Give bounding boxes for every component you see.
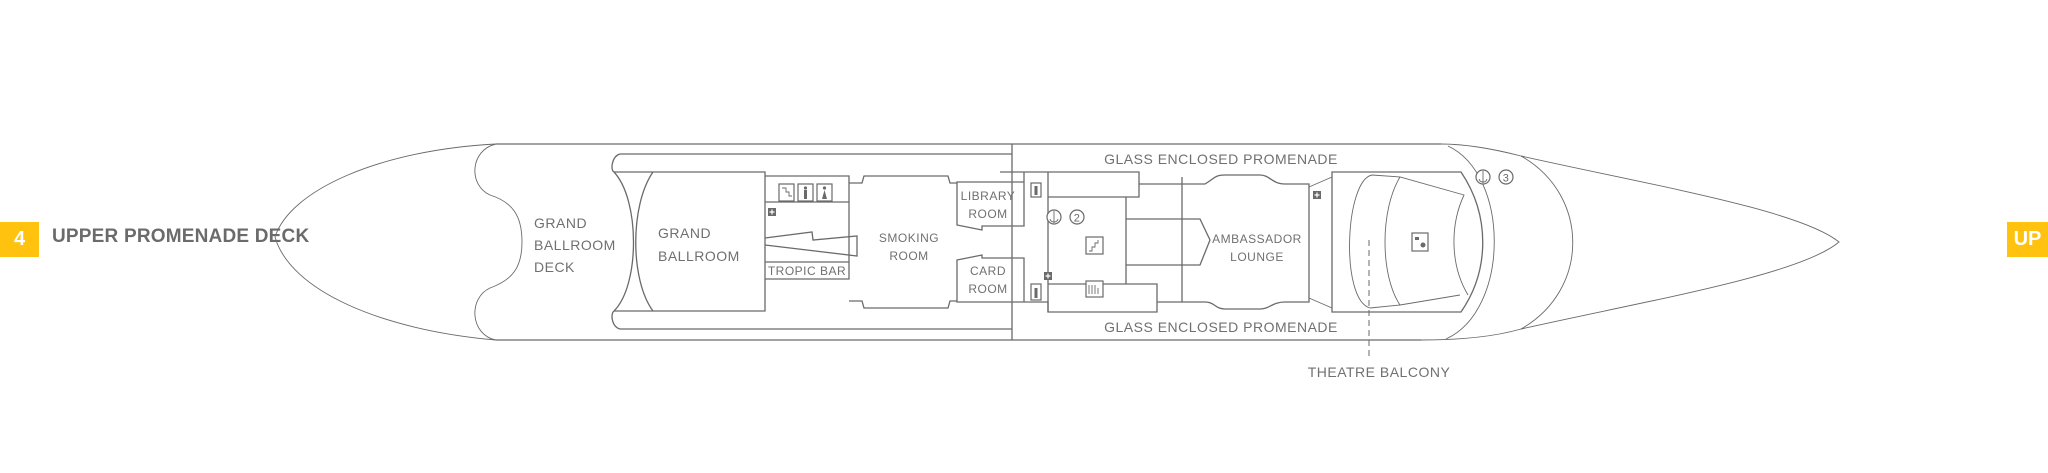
theatre-seating — [1349, 174, 1469, 309]
label-ambassador-lounge-1: AMBASSADOR — [1212, 232, 1302, 246]
ambassador-lounge-outline — [1139, 174, 1310, 310]
label-promenade-bottom: GLASS ENCLOSED PROMENADE — [1104, 319, 1338, 335]
label-grand-ballroom-1: GRAND — [658, 225, 711, 241]
stair-marker-2: 2 — [1069, 209, 1085, 225]
lounge-connector — [1308, 176, 1333, 309]
anchor-icon — [1475, 169, 1491, 185]
label-promenade-top: GLASS ENCLOSED PROMENADE — [1104, 151, 1338, 167]
label-ambassador-lounge-2: LOUNGE — [1230, 250, 1284, 264]
bow-inner-arc — [1520, 155, 1574, 330]
theatre-icon — [1411, 232, 1429, 252]
label-smoking-room-1: SMOKING — [879, 231, 939, 245]
stair-marker-3: 3 — [1498, 169, 1514, 185]
label-grand-ballroom-deck-3: DECK — [534, 259, 575, 275]
inner-promenade-bottom — [611, 310, 1012, 330]
bow-forward-arc — [1445, 145, 1495, 340]
label-grand-ballroom-deck-1: GRAND — [534, 215, 587, 231]
deck-number-badge: 4 — [0, 222, 39, 257]
direction-badge: UP — [2007, 222, 2048, 257]
restroom-men-icon — [1030, 182, 1042, 198]
first-aid-icon — [1044, 272, 1052, 280]
lift-icon — [1085, 280, 1104, 298]
label-card-room-1: CARD — [970, 264, 1006, 278]
svg-text:3: 3 — [1503, 173, 1510, 185]
svg-text:2: 2 — [1074, 213, 1081, 225]
restroom-women-icon — [816, 183, 833, 202]
bow-outline — [1420, 143, 1840, 341]
label-library-room-1: LIBRARY — [961, 189, 1016, 203]
smoking-room-outline — [849, 175, 957, 309]
first-aid-icon — [1313, 191, 1321, 199]
service-block — [764, 175, 858, 280]
label-card-room-2: ROOM — [968, 282, 1007, 296]
theatre-balcony-outline — [1331, 171, 1484, 313]
label-grand-ballroom-2: BALLROOM — [658, 248, 740, 264]
restroom-men-icon — [797, 183, 814, 202]
card-room-outline — [956, 254, 1158, 313]
stairs-icon — [778, 183, 795, 202]
grand-ballroom-outline — [613, 171, 766, 312]
stern-outline — [274, 143, 497, 341]
first-aid-icon — [768, 208, 776, 216]
ballroom-deck-outline — [474, 143, 523, 341]
center-hall — [1047, 172, 1211, 312]
label-theatre-balcony: THEATRE BALCONY — [1308, 364, 1451, 380]
anchor-icon — [1046, 209, 1062, 225]
label-library-room-2: ROOM — [968, 207, 1007, 221]
label-grand-ballroom-deck-2: BALLROOM — [534, 237, 616, 253]
inner-promenade-top — [611, 153, 1012, 173]
label-smoking-room-2: ROOM — [889, 249, 928, 263]
restroom-men-icon — [1030, 283, 1042, 301]
label-tropic-bar: TROPIC BAR — [768, 264, 846, 278]
stairs-icon — [1085, 236, 1104, 255]
deck-title: UPPER PROMENADE DECK — [52, 226, 310, 247]
